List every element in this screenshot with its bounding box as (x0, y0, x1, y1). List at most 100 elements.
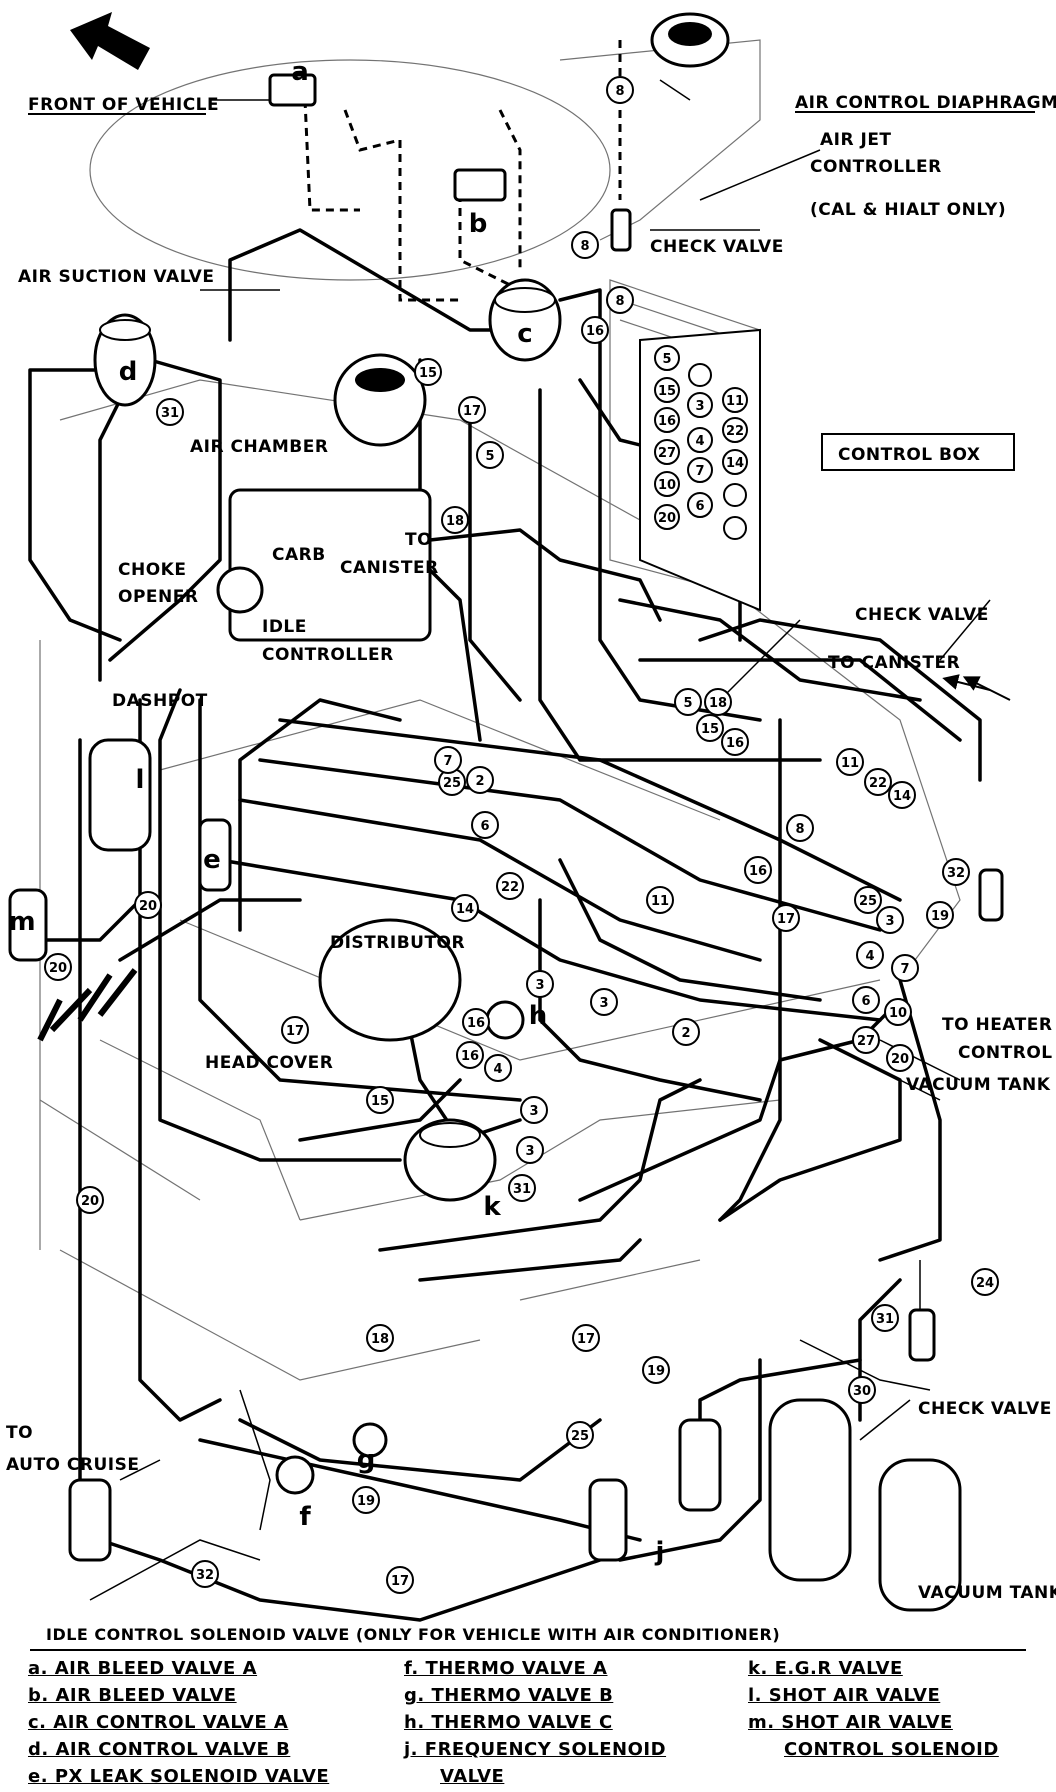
hose-number-5-text: 5 (485, 449, 494, 464)
hose-number-32-text: 32 (947, 866, 965, 881)
hose-number-19-ring (642, 1356, 670, 1384)
hose-number-20: 20 (134, 891, 162, 919)
hose-number-2-text: 2 (475, 774, 484, 789)
hose-number-27-ring (852, 1026, 880, 1054)
hose-number-3-text: 3 (525, 1144, 534, 1159)
label-vacuum-tank-bottom: VACUUM TANK (918, 1583, 1056, 1603)
control-box-port-22-text: 22 (726, 424, 744, 439)
vacuum-tank-2 (878, 1458, 962, 1612)
hose-number-22-text: 22 (501, 880, 519, 895)
hose-number-16-text: 16 (461, 1049, 479, 1064)
hose-number-6-text: 6 (480, 819, 489, 834)
legend-item-g: g. THERMO VALVE B (404, 1685, 614, 1706)
hose-number-17-ring (458, 396, 486, 424)
shot-air-valve (88, 738, 152, 852)
hose-number-16-ring (744, 856, 772, 884)
hose-number-25-text: 25 (571, 1429, 589, 1444)
control-box-port-5: 5 (654, 345, 680, 371)
hose-number-17-ring (281, 1016, 309, 1044)
hose-number-17: 17 (386, 1566, 414, 1594)
control-box-port-7-text: 7 (695, 464, 704, 479)
thermo-valve-a (275, 1455, 315, 1495)
hose-number-8-text: 8 (615, 294, 624, 309)
component-letter-b: b (469, 209, 488, 239)
control-box-port-5-ring (654, 345, 680, 371)
hose-number-24-text: 24 (976, 1276, 994, 1291)
hose-number-22-text: 22 (869, 776, 887, 791)
label-idle-2: CONTROLLER (262, 645, 394, 665)
component-letter-k: k (483, 1192, 501, 1222)
hose-number-3: 3 (520, 1096, 548, 1124)
label-carb: CARB (272, 545, 326, 565)
hose-number-17-ring (572, 1324, 600, 1352)
thermo-valve-b (352, 1422, 388, 1458)
hose-number-4: 4 (856, 941, 884, 969)
hose-number-19: 19 (642, 1356, 670, 1384)
air-control-valve-b (93, 313, 157, 407)
egr-valve (403, 1118, 497, 1202)
control-box-port-7: 7 (687, 457, 713, 483)
control-box-port-4-ring (687, 427, 713, 453)
control-box-port-4-text: 4 (695, 434, 704, 449)
hose-number-16-ring (721, 728, 749, 756)
label-choke-2: OPENER (118, 587, 198, 607)
hose-number-11: 11 (646, 886, 674, 914)
label-check-valve-top: CHECK VALVE (650, 237, 784, 257)
hose-number-16-text: 16 (586, 324, 604, 339)
dashed-hoses (303, 40, 622, 302)
legend-col-3: k. E.G.R VALVE l. SHOT AIR VALVE m. SHOT… (748, 1655, 999, 1763)
control-box-port-6: 6 (687, 492, 713, 518)
hose-number-22: 22 (864, 768, 892, 796)
legend-item-d: d. AIR CONTROL VALVE B (28, 1739, 291, 1760)
hose-number-5-ring (674, 688, 702, 716)
hose-number-19-ring (352, 1486, 380, 1514)
hose-number-8-ring (606, 286, 634, 314)
hose-number-22: 22 (496, 872, 524, 900)
label-air-jet-2: CONTROLLER (810, 157, 942, 177)
legend-item-h: h. THERMO VALVE C (404, 1712, 613, 1733)
hose-number-7-ring (891, 954, 919, 982)
hose-number-5: 5 (674, 688, 702, 716)
control-box-port-15: 15 (654, 377, 680, 403)
legend-col-1: a. AIR BLEED VALVE A b. AIR BLEED VALVE … (28, 1655, 329, 1790)
hose-number-11-text: 11 (651, 894, 669, 909)
hose-number-3: 3 (590, 988, 618, 1016)
hose-number-7-ring (434, 746, 462, 774)
legend-item-e: e. PX LEAK SOLENOID VALVE (28, 1766, 330, 1787)
control-box-port-10: 10 (654, 471, 680, 497)
hose-number-11-ring (836, 748, 864, 776)
hose-number-16-text: 16 (467, 1016, 485, 1031)
hose-number-15-text: 15 (371, 1094, 389, 1109)
hose-number-30: 30 (848, 1376, 876, 1404)
hose-number-7-text: 7 (900, 962, 909, 977)
legend-item-c: c. AIR CONTROL VALVE A (28, 1712, 289, 1733)
hose-number-8: 8 (786, 814, 814, 842)
hose-number-16-text: 16 (749, 864, 767, 879)
hose-number-20-ring (886, 1044, 914, 1072)
legend-item-m-cont: CONTROL SOLENOID (784, 1739, 999, 1760)
legend-item-f: f. THERMO VALVE A (404, 1658, 608, 1679)
control-box-port-3-ring (687, 392, 713, 418)
vacuum-hoses (28, 228, 982, 1622)
hose-number-20-text: 20 (81, 1194, 99, 1209)
component-letter-j: j (655, 1537, 665, 1567)
hose-number-31-ring (156, 398, 184, 426)
hose-number-5: 5 (476, 441, 504, 469)
label-control-box: CONTROL BOX (838, 445, 980, 465)
label-cal-hialt: (CAL & HIALT ONLY) (810, 200, 1006, 220)
hose-number-25-ring (566, 1421, 594, 1449)
label-idle-control-solenoid: IDLE CONTROL SOLENOID VALVE (ONLY FOR VE… (46, 1625, 780, 1644)
hose-number-32: 32 (191, 1560, 219, 1588)
control-box-port-20: 20 (654, 504, 680, 530)
hose-number-18-text: 18 (371, 1332, 389, 1347)
hose-number-19-text: 19 (357, 1494, 375, 1509)
hose-number-2: 2 (466, 766, 494, 794)
legend-item-l: l. SHOT AIR VALVE (748, 1685, 941, 1706)
label-to-canister-2: CANISTER (340, 558, 439, 578)
component-letter-c: c (517, 319, 532, 349)
hose-number-19-ring (926, 901, 954, 929)
hose-number-20-ring (44, 953, 72, 981)
label-check-valve-right: CHECK VALVE (855, 605, 989, 625)
hose-number-16: 16 (721, 728, 749, 756)
label-dashpot: DASHPOT (112, 691, 208, 711)
